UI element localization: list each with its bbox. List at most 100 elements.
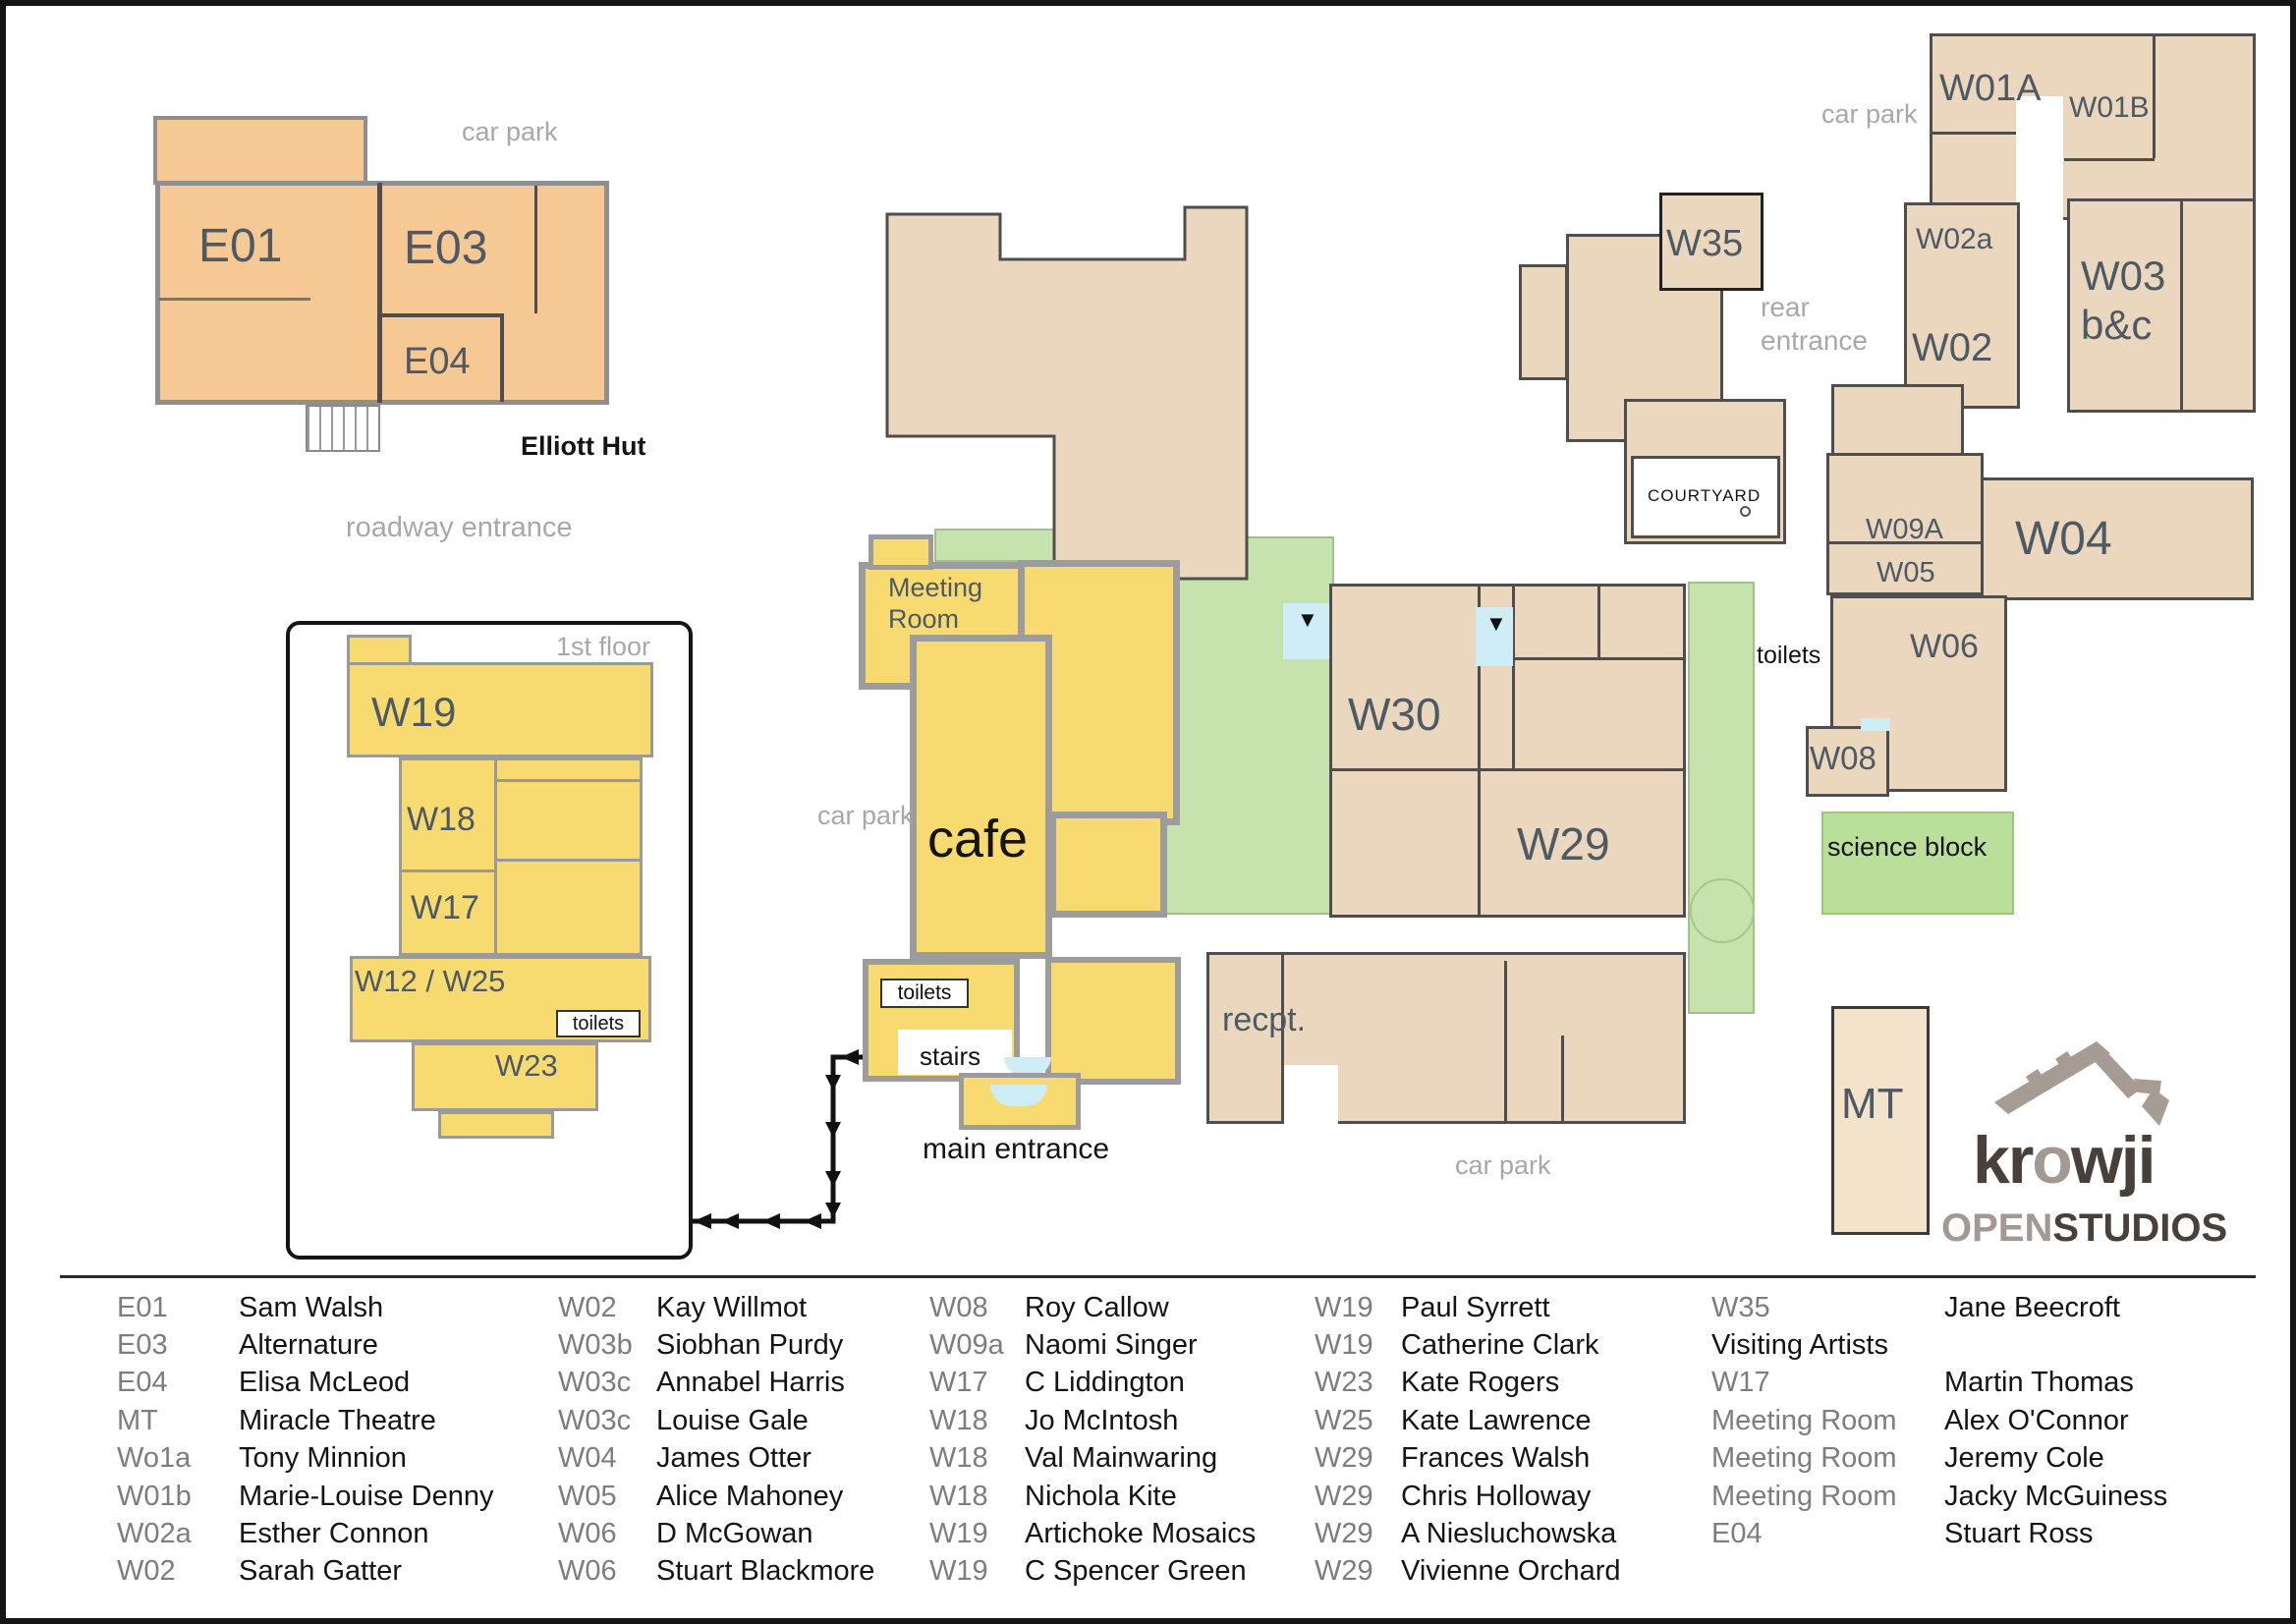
legend-studio-code: Meeting Room <box>1711 1442 1897 1475</box>
room-label-w05: W05 <box>1876 557 1935 588</box>
area-label-first-floor: 1st floor <box>556 632 651 661</box>
legend-studio-code: W17 <box>1711 1367 1770 1399</box>
legend-artist-name: Marie-Louise Denny <box>239 1480 494 1512</box>
legend-row: W09a Naomi Singer <box>929 1326 1256 1364</box>
legend-studio-code: W02 <box>117 1555 176 1588</box>
legend-studio-code: W09a <box>929 1329 1004 1362</box>
legend-studio-code: W02a <box>117 1518 192 1550</box>
legend-studio-code: W06 <box>558 1555 617 1588</box>
wall <box>401 869 494 872</box>
inset-mid-block <box>399 757 643 956</box>
legend-studio-code: W19 <box>929 1555 988 1588</box>
legend-artist-name: C Liddington <box>1025 1367 1185 1399</box>
wall <box>2180 200 2183 411</box>
legend-studio-code: W19 <box>1315 1329 1373 1362</box>
legend-artist-name: Jeremy Cole <box>1944 1442 2104 1475</box>
courtyard-box: COURTYARD <box>1631 456 1780 538</box>
wall <box>1331 768 1684 771</box>
legend-studio-code: E04 <box>1711 1518 1763 1550</box>
wall <box>377 183 382 403</box>
tree-icon <box>1690 878 1755 943</box>
legend-artist-name: Kate Lawrence <box>1401 1404 1592 1436</box>
area-label-toilets-right: toilets <box>1757 642 1821 669</box>
building-w03 <box>2067 198 2256 413</box>
building-mt <box>1831 1006 1930 1235</box>
legend-studio-code: Wo1a <box>117 1442 192 1475</box>
legend-studio-code: W08 <box>929 1291 988 1323</box>
legend-artist-name: Alex O'Connor <box>1944 1404 2129 1436</box>
legend-artist-name: Alternature <box>239 1329 378 1362</box>
inset-room-w19 <box>347 662 653 757</box>
legend-artist-name: Val Mainwaring <box>1025 1442 1218 1475</box>
room-label-w04: W04 <box>2015 513 2112 565</box>
room-label-e04: E04 <box>404 341 471 382</box>
legend-artist-name: Stuart Blackmore <box>656 1555 875 1588</box>
wall <box>1932 132 2016 135</box>
legend-studio-code: E03 <box>117 1329 168 1362</box>
building-cafe-hall <box>910 635 1052 959</box>
legend-artist-name: Chris Holloway <box>1401 1480 1592 1512</box>
legend-artist-name: Naomi Singer <box>1025 1329 1198 1362</box>
area-label-stairs: stairs <box>920 1041 981 1071</box>
top-centre-building <box>885 205 1249 581</box>
legend-artist-name: Jacky McGuiness <box>1944 1480 2168 1512</box>
legend-artist-name: Jane Beecroft <box>1944 1291 2120 1323</box>
building-w09a-w05 <box>1826 453 1984 595</box>
garden-strip-right-of-w29 <box>1688 582 1755 1014</box>
legend-divider <box>60 1275 2256 1278</box>
legend-studio-code: W17 <box>929 1367 988 1399</box>
building-w35 <box>1659 193 1764 291</box>
boxed-label-toilets-inset: toilets <box>556 1010 641 1037</box>
building-meeting-room-tab <box>868 534 933 570</box>
building-entrance-lobby <box>1045 957 1181 1085</box>
wall <box>1281 954 1284 1122</box>
legend-studio-code: W04 <box>558 1442 617 1475</box>
legend-artist-name: Stuart Ross <box>1944 1518 2094 1550</box>
legend-artist-name: Siobhan Purdy <box>656 1329 844 1362</box>
wall <box>494 760 497 953</box>
door-w08 <box>1861 718 1890 731</box>
legend-artist-name: Vivienne Orchard <box>1401 1555 1621 1588</box>
room-label-w02a: W02a <box>1916 223 1993 255</box>
wall <box>158 298 310 301</box>
legend-studio-code: W06 <box>558 1518 617 1550</box>
legend-artist-name: Sarah Gatter <box>239 1555 403 1588</box>
legend-row: W06 Stuart Blackmore <box>558 1553 874 1591</box>
legend-studio-code: Meeting Room <box>1711 1480 1897 1512</box>
area-label-car-park-left: car park <box>817 801 914 830</box>
legend-artist-name: Esther Connon <box>239 1518 429 1550</box>
area-label-elliott-hut: Elliott Hut <box>521 431 646 461</box>
room-label-e03: E03 <box>404 222 488 274</box>
room-label-w12-w25: W12 / W25 <box>355 964 506 998</box>
floor <box>898 1030 1012 1075</box>
building-elliott-hut <box>155 181 609 405</box>
building-w02 <box>1904 202 2020 409</box>
area-label-main-entrance: main entrance <box>923 1133 1110 1165</box>
wall <box>500 313 504 402</box>
legend-row: W02 Sarah Gatter <box>117 1553 494 1591</box>
legend-row: W02a Esther Connon <box>117 1515 494 1552</box>
room-label-w09a: W09A <box>1866 514 1943 545</box>
building-w01 <box>1930 33 2256 220</box>
room-label-w03-bc: W03 b&c <box>2081 252 2166 349</box>
stairs-entrance-w29 <box>1476 607 1513 666</box>
stairs-entrance-w30 <box>1283 603 1329 659</box>
